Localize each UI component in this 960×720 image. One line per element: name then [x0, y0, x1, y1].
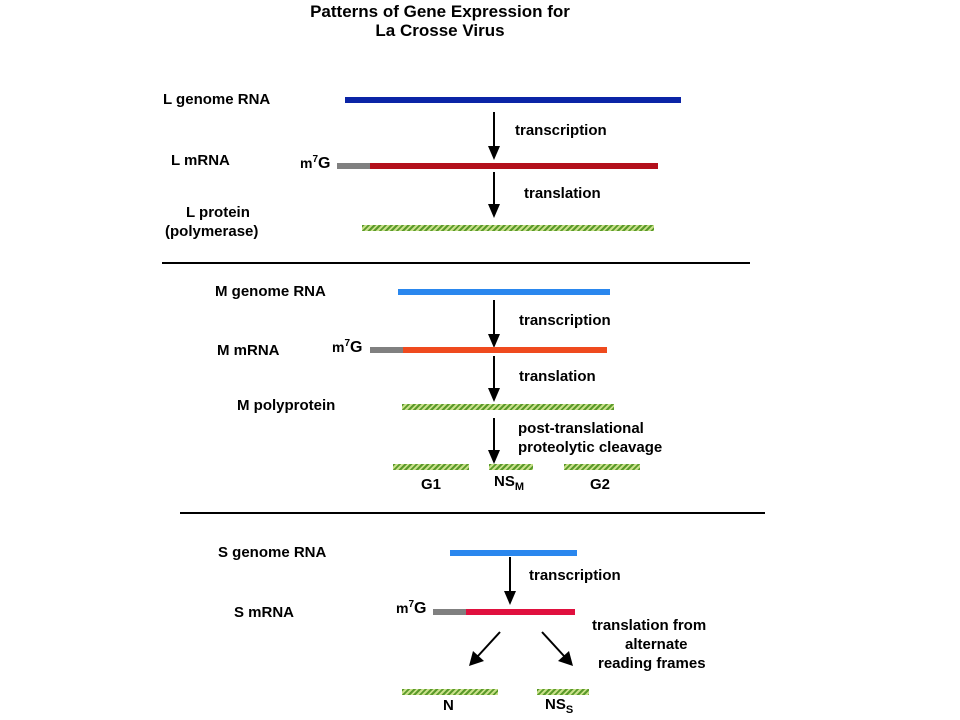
m-mrna-bar — [403, 347, 607, 353]
m-cleavage-label-line-2: proteolytic cleavage — [518, 439, 663, 456]
s-translation-arrow-left — [469, 631, 501, 666]
l-transcription-arrow — [488, 112, 500, 160]
l-translation-arrow — [488, 172, 500, 218]
l-mrna-label: L mRNA — [171, 152, 230, 169]
m-polyprotein-label: M polyprotein — [237, 397, 336, 414]
m-genome-rna-bar — [398, 289, 610, 295]
s-mrna-bar — [466, 609, 575, 615]
m-polyprotein-bar — [402, 404, 614, 410]
s-transcription-label: transcription — [529, 567, 621, 584]
l-protein-label: L protein — [186, 204, 250, 221]
s-transcription-arrow — [504, 557, 516, 605]
s-translation-arrow-right — [541, 631, 573, 666]
m-genome-label: M genome RNA — [215, 283, 326, 300]
title-line-1: Patterns of Gene Expression for — [310, 2, 570, 21]
s-cap-label: m7G — [396, 599, 427, 617]
s-translation-label-line-2: alternate — [625, 636, 688, 653]
l-translation-label: translation — [524, 185, 601, 202]
m-mrna-cap-segment — [370, 347, 403, 353]
m-g2-bar — [564, 464, 640, 470]
m-cleavage-label-line-1: post-translational — [518, 420, 644, 437]
m-transcription-label: transcription — [519, 312, 611, 329]
l-mrna-bar — [370, 163, 658, 169]
m-g1-bar — [393, 464, 469, 470]
l-cap-label: m7G — [300, 154, 331, 172]
divider-2 — [180, 512, 765, 514]
nsm-label: NSM — [494, 473, 525, 493]
s-mrna-label: S mRNA — [234, 604, 295, 621]
g2-label: G2 — [590, 476, 611, 493]
l-protein-sublabel: (polymerase) — [165, 223, 259, 240]
s-n-bar — [402, 689, 498, 695]
m-translation-arrow — [488, 356, 500, 402]
s-nss-bar — [537, 689, 589, 695]
s-genome-label: S genome RNA — [218, 544, 327, 561]
diagram-title: Patterns of Gene Expression for La Cross… — [230, 2, 650, 40]
s-translation-label-line-1: translation from — [592, 617, 707, 634]
title-line-2: La Crosse Virus — [375, 21, 505, 40]
m-cap-label: m7G — [332, 338, 363, 356]
divider-1 — [162, 262, 750, 264]
s-genome-rna-bar — [450, 550, 577, 556]
m-mrna-label: M mRNA — [217, 342, 280, 359]
l-genome-label: L genome RNA — [163, 91, 271, 108]
m-transcription-arrow — [488, 300, 500, 348]
nss-label: NSS — [545, 696, 574, 716]
m-translation-label: translation — [519, 368, 596, 385]
l-mrna-cap-segment — [337, 163, 370, 169]
s-translation-label-line-3: reading frames — [598, 655, 706, 672]
n-label: N — [443, 697, 454, 714]
s-mrna-cap-segment — [433, 609, 466, 615]
l-transcription-label: transcription — [515, 122, 607, 139]
l-protein-bar — [362, 225, 654, 231]
g1-label: G1 — [421, 476, 442, 493]
m-nsm-bar — [489, 464, 533, 470]
l-genome-rna-bar — [345, 97, 681, 103]
m-cleavage-arrow — [488, 418, 500, 464]
s-translation-arrows — [469, 631, 573, 666]
